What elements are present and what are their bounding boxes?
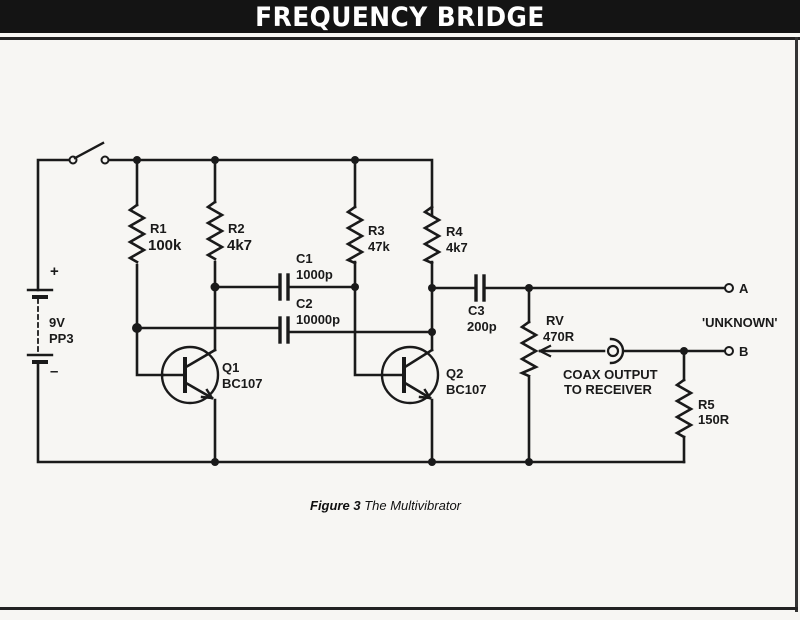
coax-output-label-line2: TO RECEIVER bbox=[564, 382, 653, 397]
figure-description: The Multivibrator bbox=[364, 498, 462, 513]
wire-battery-bottom bbox=[36, 360, 686, 464]
capacitor-c3[interactable] bbox=[474, 274, 486, 302]
junction bbox=[525, 458, 533, 466]
battery-minus-label: – bbox=[50, 363, 58, 380]
wire-r1 bbox=[135, 158, 165, 377]
r4-value: 4k7 bbox=[446, 240, 468, 255]
junction bbox=[211, 458, 219, 466]
capacitor-c2[interactable] bbox=[278, 316, 290, 344]
wire-c2 bbox=[135, 326, 434, 334]
junction bbox=[133, 156, 141, 164]
r5-name: R5 bbox=[698, 397, 715, 412]
wire-top-rail bbox=[106, 158, 434, 217]
c3-value: 200p bbox=[467, 319, 497, 334]
junction bbox=[351, 156, 359, 164]
capacitor-c1[interactable] bbox=[278, 273, 290, 301]
c2-value: 10000p bbox=[296, 312, 340, 327]
r5-value: 150R bbox=[698, 412, 730, 427]
q2-name: Q2 bbox=[446, 366, 463, 381]
unknown-label: 'UNKNOWN' bbox=[702, 315, 778, 330]
junction bbox=[132, 323, 142, 333]
figure-number: Figure 3 bbox=[310, 498, 361, 513]
title-bar: FREQUENCY BRIDGE bbox=[0, 0, 800, 33]
resistor-r1[interactable] bbox=[127, 203, 147, 264]
resistor-r2[interactable] bbox=[205, 200, 225, 261]
terminal-a[interactable] bbox=[724, 283, 734, 293]
power-switch[interactable] bbox=[68, 141, 110, 165]
r3-value: 47k bbox=[368, 239, 390, 254]
c2-name: C2 bbox=[296, 296, 313, 311]
battery-plus-label: + bbox=[50, 263, 59, 280]
q2-type: BC107 bbox=[446, 382, 486, 397]
c3-name: C3 bbox=[468, 303, 485, 318]
rv-value: 470R bbox=[543, 329, 575, 344]
junction bbox=[211, 156, 219, 164]
bottom-rule bbox=[0, 607, 798, 610]
junction bbox=[428, 328, 436, 336]
r2-value: 4k7 bbox=[227, 237, 252, 254]
terminal-b[interactable] bbox=[724, 346, 734, 356]
figure-caption: Figure 3 The Multivibrator bbox=[310, 498, 461, 513]
terminal-a-label: A bbox=[739, 281, 749, 296]
rv-wiper-arrow bbox=[538, 344, 552, 358]
resistor-r3[interactable] bbox=[345, 205, 365, 265]
wire-left-rail bbox=[36, 158, 74, 292]
c1-name: C1 bbox=[296, 251, 313, 266]
junction bbox=[351, 283, 359, 291]
q1-name: Q1 bbox=[222, 360, 239, 375]
transistor-q2[interactable] bbox=[380, 345, 440, 405]
r2-name: R2 bbox=[228, 221, 245, 236]
right-frame-rule bbox=[795, 37, 798, 612]
junction bbox=[428, 284, 436, 292]
r1-value: 100k bbox=[148, 237, 182, 254]
battery-voltage-label: 9V bbox=[49, 315, 65, 330]
potentiometer-rv[interactable] bbox=[518, 320, 539, 378]
transistor-q1[interactable] bbox=[160, 345, 220, 405]
resistor-r5[interactable] bbox=[674, 378, 694, 439]
rv-name: RV bbox=[546, 313, 564, 328]
junction bbox=[525, 284, 533, 292]
coax-output-socket[interactable] bbox=[606, 337, 625, 365]
r4-name: R4 bbox=[446, 224, 463, 239]
c1-value: 1000p bbox=[296, 267, 333, 282]
resistor-r4[interactable] bbox=[422, 205, 442, 265]
terminal-b-label: B bbox=[739, 344, 748, 359]
battery-type-label: PP3 bbox=[49, 331, 74, 346]
wire-r3 bbox=[353, 158, 384, 377]
r1-name: R1 bbox=[150, 221, 167, 236]
r3-name: R3 bbox=[368, 223, 385, 238]
q1-type: BC107 bbox=[222, 376, 262, 391]
battery-symbol bbox=[26, 288, 54, 364]
coax-output-label-line1: COAX OUTPUT bbox=[563, 367, 658, 382]
junction bbox=[680, 347, 688, 355]
junction bbox=[210, 282, 220, 292]
junction bbox=[428, 458, 436, 466]
top-rule bbox=[0, 37, 800, 40]
page-title: FREQUENCY BRIDGE bbox=[255, 2, 545, 33]
